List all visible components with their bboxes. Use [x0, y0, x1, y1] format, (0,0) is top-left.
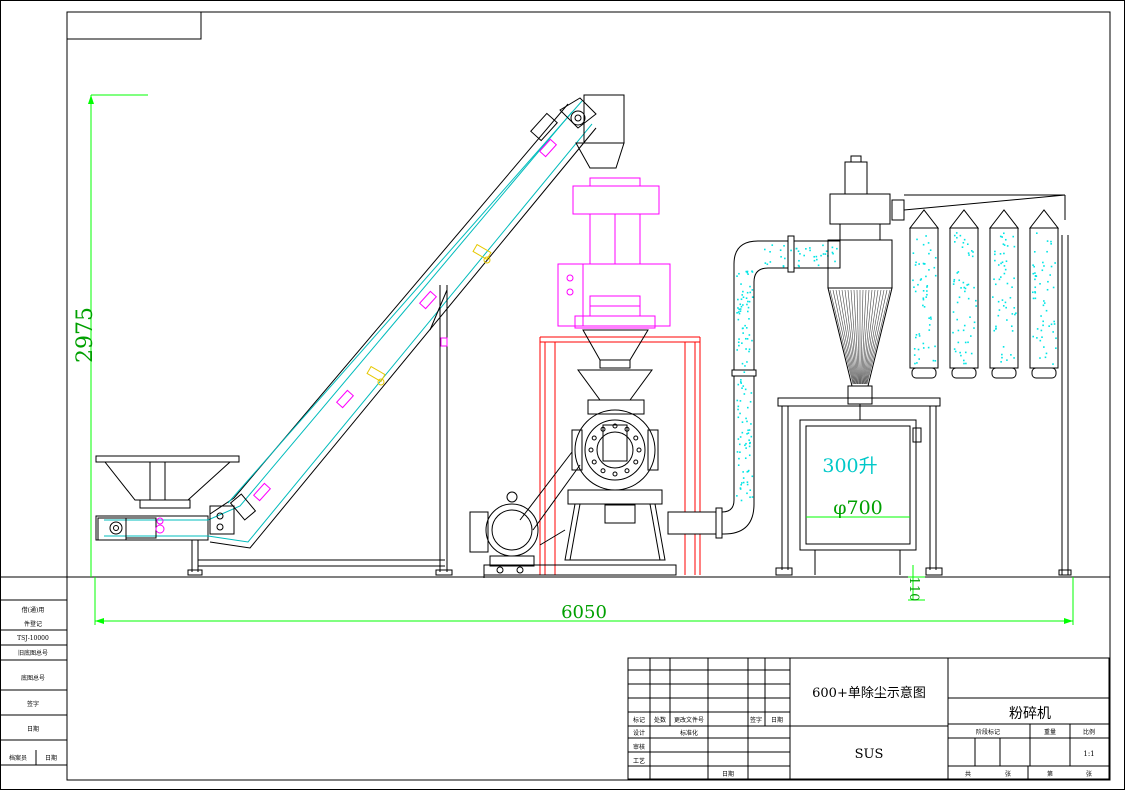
discharge-hopper [575, 94, 625, 169]
feed-hopper [95, 455, 240, 509]
bin-volume-label: 300升 [822, 455, 877, 477]
cyclone-cone-lines [829, 289, 891, 385]
row-label-3: 审核 [633, 743, 645, 751]
collection-bin [775, 397, 943, 576]
sheet-label-3: 第 [1047, 770, 1053, 778]
clearance-dimension-label: 110 [906, 577, 921, 602]
dust-duct [667, 235, 841, 539]
filter-bags [908, 209, 1060, 379]
duct-dust-particles [736, 244, 838, 502]
machine-name: 粉碎机 [1009, 706, 1051, 722]
height-dimension [88, 94, 148, 577]
right-header-2: 重量 [1044, 728, 1056, 736]
side-stamp-line-8: 档案员 [9, 754, 27, 762]
revision-header-5: 日期 [771, 716, 783, 724]
grinder-bolt-ring [588, 423, 642, 477]
sheet-label-1: 共 [965, 770, 971, 778]
row-label-2: 标准化 [680, 729, 698, 737]
length-dimension [94, 577, 1074, 625]
revision-header-4: 签字 [750, 716, 762, 724]
title-block [627, 657, 1110, 780]
scale-label: 1:1 [1083, 750, 1094, 758]
row-label-1: 设计 [633, 729, 645, 737]
side-stamp-line-3: TSJ-10000 [17, 635, 49, 642]
revision-header-3: 更改文件号 [674, 716, 704, 724]
side-stamp-line-9: 日期 [45, 754, 57, 762]
drawing-title: 600+单除尘示意图 [812, 685, 926, 701]
side-stamp-line-5: 底图总号 [21, 674, 45, 682]
height-dimension-label: 2975 [73, 307, 98, 363]
mill-support-frame [539, 336, 701, 575]
row-label-5: 日期 [722, 770, 734, 778]
mill-feed-unit [557, 177, 671, 329]
length-dimension-label: 6050 [561, 602, 607, 623]
row-label-4: 工艺 [633, 757, 645, 765]
grinder [483, 329, 677, 578]
material-label: SUS [855, 747, 884, 762]
side-stamp-line-1: 借(通)用 [22, 606, 45, 614]
grinder-motor [469, 491, 539, 574]
right-header-1: 阶段标记 [976, 728, 1000, 736]
revision-header-1: 标记 [633, 716, 645, 724]
revision-header-2: 处数 [654, 716, 666, 724]
side-stamp-line-6: 签字 [27, 700, 39, 708]
corner-label-box [66, 11, 202, 40]
side-stamp-line-2: 件登记 [24, 620, 42, 628]
inclined-conveyor [95, 97, 597, 576]
clearance-dimension [908, 565, 925, 601]
side-stamp-line-4: 旧底图总号 [18, 649, 48, 657]
sheet-label-4: 张 [1086, 770, 1092, 778]
cyclone-separator [827, 155, 1072, 576]
right-header-3: 比例 [1083, 728, 1095, 736]
sheet-label-2: 张 [1005, 770, 1011, 778]
drawing-frame [66, 11, 1111, 781]
side-stamp: 借(通)用 件登记 TSJ-10000 旧底图总号 底图总号 签字 日期 档案员… [0, 576, 67, 766]
side-stamp-line-7: 日期 [27, 725, 39, 733]
bin-diameter-label: φ700 [833, 497, 883, 519]
